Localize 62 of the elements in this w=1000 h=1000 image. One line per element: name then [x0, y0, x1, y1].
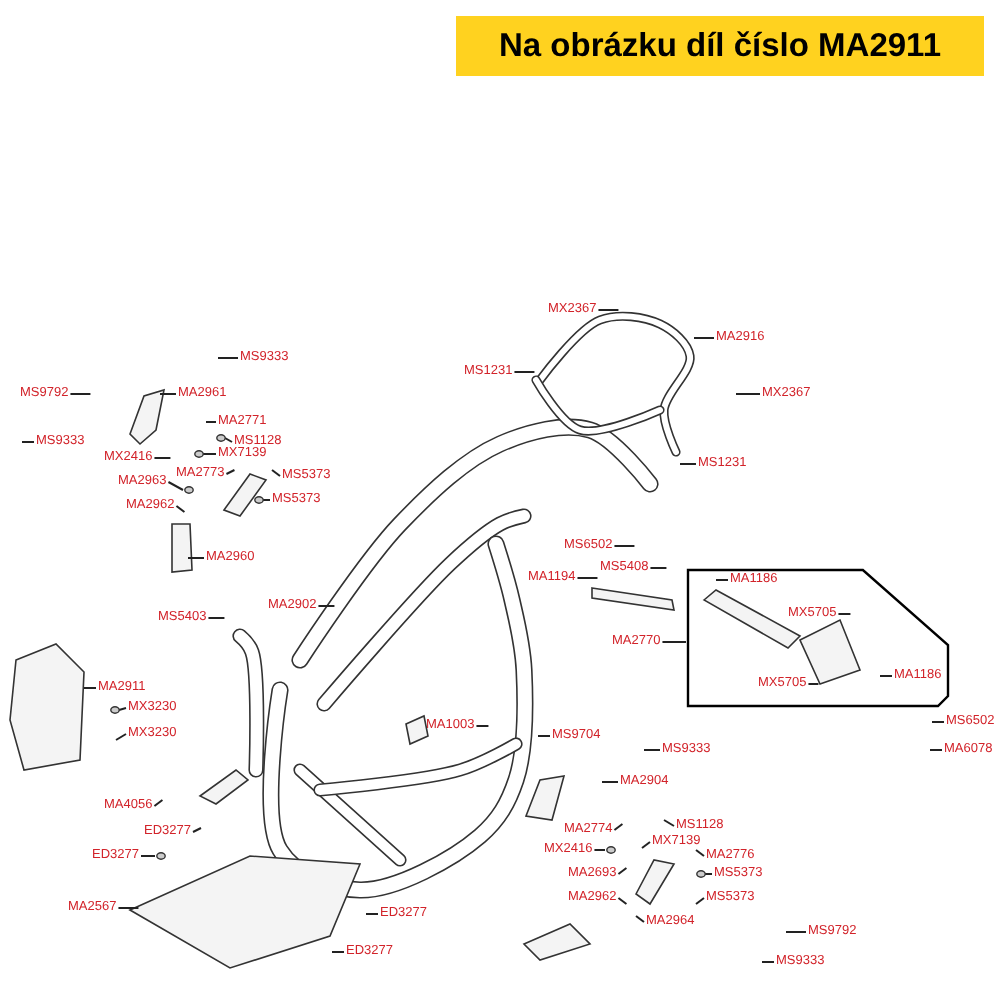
leader-line: [159, 393, 177, 395]
leader-line: [475, 725, 490, 727]
leader-line: [597, 309, 620, 311]
leader-line: [331, 951, 345, 953]
leader-line: [205, 421, 217, 423]
leader-line: [271, 469, 281, 477]
leader-line: [187, 557, 205, 559]
leader-line: [693, 337, 715, 339]
leader-line: [69, 393, 92, 395]
small-part-icon: [215, 434, 225, 442]
leader-line: [715, 579, 729, 581]
leader-line: [617, 867, 628, 875]
leader-line: [167, 481, 184, 491]
leader-line: [837, 613, 852, 615]
leader-line: [593, 849, 606, 851]
leader-line: [661, 641, 687, 643]
leader-line: [153, 457, 172, 459]
leader-line: [613, 823, 624, 831]
leader-line: [663, 819, 675, 827]
small-part-icon: [253, 496, 263, 504]
leader-line: [513, 371, 536, 373]
small-part-icon: [109, 706, 119, 714]
leader-line: [175, 505, 186, 513]
inset-frame: [686, 568, 950, 708]
leader-line: [879, 675, 893, 677]
leader-line: [785, 931, 807, 933]
leader-line: [576, 577, 599, 579]
small-part-icon: [155, 852, 165, 860]
leader-line: [931, 721, 945, 723]
leader-line: [635, 915, 645, 923]
leader-line: [225, 469, 236, 475]
leader-line: [929, 749, 943, 751]
leader-line: [641, 841, 651, 849]
leader-line: [217, 357, 239, 359]
leader-line: [115, 733, 127, 741]
leader-line: [83, 687, 97, 689]
small-part-icon: [193, 450, 203, 458]
leader-line: [192, 827, 202, 833]
leader-line: [202, 453, 217, 455]
small-part-icon: [695, 870, 705, 878]
leader-line: [601, 781, 619, 783]
leader-line: [365, 913, 379, 915]
small-part-icon: [605, 846, 615, 854]
leader-line: [807, 683, 820, 685]
leader-line: [613, 545, 636, 547]
leader-line: [695, 849, 705, 857]
title-banner: Na obrázku díl číslo MA2911: [456, 16, 984, 76]
leader-line: [317, 605, 336, 607]
leader-line: [207, 617, 226, 619]
leader-line: [617, 897, 628, 905]
leader-line: [537, 735, 551, 737]
leader-line: [140, 855, 156, 857]
small-part-icon: [183, 486, 193, 494]
leader-line: [679, 463, 697, 465]
leader-line: [153, 799, 164, 807]
leader-line: [761, 961, 775, 963]
leader-line: [735, 393, 761, 395]
leader-line: [695, 897, 705, 905]
leader-line: [643, 749, 661, 751]
leader-line: [649, 567, 668, 569]
leader-line: [117, 907, 140, 909]
leader-line: [21, 441, 35, 443]
